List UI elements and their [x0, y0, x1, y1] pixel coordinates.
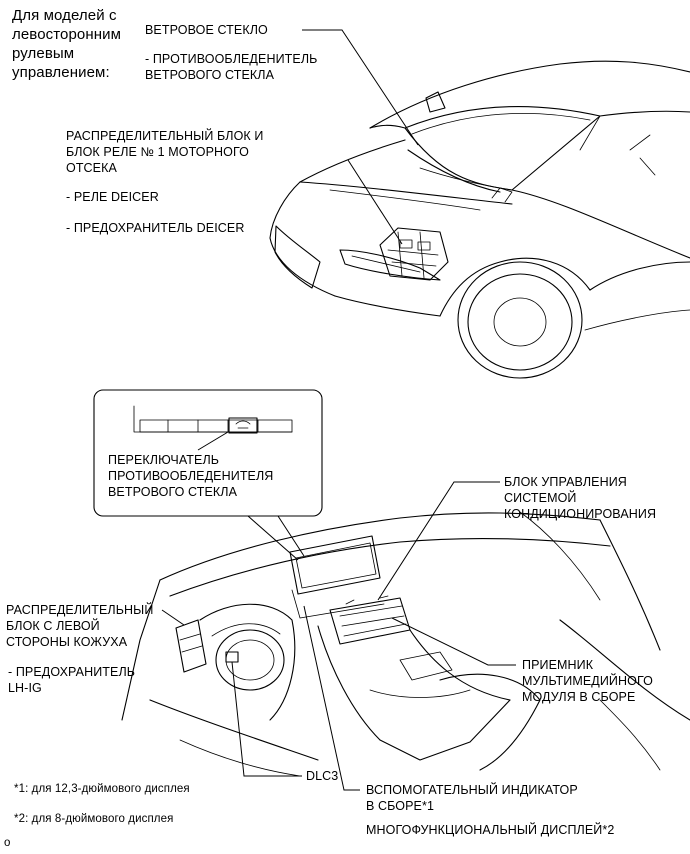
deicer-fuse-label: - ПРЕДОХРАНИТЕЛЬ DEICER [66, 221, 245, 235]
windshield-deicer-label: - ПРОТИВООБЛЕДЕНИТЕЛЬ ВЕТРОВОГО СТЕКЛА [145, 52, 318, 82]
deicer-switch-strip [133, 405, 293, 434]
leader-lines [161, 29, 516, 791]
deicer-relay-label: - РЕЛЕ DEICER [66, 190, 159, 204]
dlc3-label: DLC3 [306, 769, 339, 783]
dlc3-connector-drawing [225, 651, 239, 663]
aux-meter-label: ВСПОМОГАТЕЛЬНЫЙ ИНДИКАТОР В СБОРЕ*1 [366, 783, 578, 813]
windshield-label: ВЕТРОВОЕ СТЕКЛО [145, 23, 268, 37]
engine-room-block-label: РАСПРЕДЕЛИТЕЛЬНЫЙ БЛОК И БЛОК РЕЛЕ № 1 М… [66, 129, 264, 175]
corner-mark: o [4, 837, 11, 849]
dashboard-interior-drawing [121, 511, 690, 777]
cowl-side-block-label: РАСПРЕДЕЛИТЕЛЬНЫЙ БЛОК С ЛЕВОЙ СТОРОНЫ К… [6, 603, 154, 649]
multimedia-receiver-label: ПРИЕМНИК МУЛЬТИМЕДИЙНОГО МОДУЛЯ В СБОРЕ [522, 658, 653, 704]
cowl-side-junction-block-drawing [175, 619, 207, 673]
multi-display-drawing [289, 535, 385, 619]
multi-display-label: МНОГОФУНКЦИОНАЛЬНЫЙ ДИСПЛЕЙ*2 [366, 823, 615, 837]
footnote-2: *2: для 8-дюймового дисплея [14, 813, 174, 825]
switch-inset-box [93, 389, 323, 561]
ac-control-label: БЛОК УПРАВЛЕНИЯ СИСТЕМОЙ КОНДИЦИОНИРОВАН… [504, 475, 657, 521]
footnote-1: *1: для 12,3-дюймового дисплея [14, 783, 190, 795]
lh-ig-fuse-label: - ПРЕДОХРАНИТЕЛЬ LH-IG [8, 665, 136, 695]
deicer-switch-label: ПЕРЕКЛЮЧАТЕЛЬ ПРОТИВООБЛЕДЕНИТЕЛЯ ВЕТРОВ… [108, 453, 274, 499]
lhd-model-note: Для моделей с левосторонним рулевым упра… [12, 7, 122, 81]
engine-room-relay-block-drawing [379, 227, 449, 281]
car-exterior-drawing [269, 60, 690, 379]
